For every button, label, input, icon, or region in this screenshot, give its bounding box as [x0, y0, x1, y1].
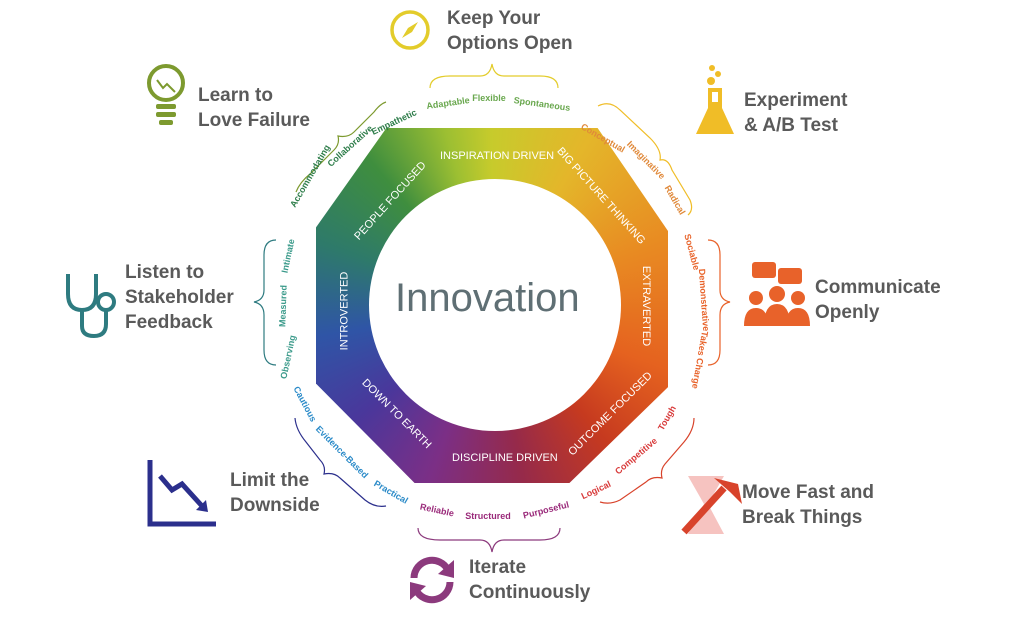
practice-line: Experiment [744, 90, 848, 111]
segment-discipline-driven: DISCIPLINE DRIVEN [452, 452, 558, 464]
hammer-hourglass-icon [681, 476, 742, 535]
segment-introverted: INTROVERTED [338, 271, 351, 351]
practice-line: Stakeholder [125, 287, 234, 308]
practice-line: Break Things [742, 507, 863, 528]
practice-line: Learn to [198, 85, 273, 106]
practice-line: Communicate [815, 277, 941, 298]
segment-inspiration-driven: INSPIRATION DRIVEN [440, 150, 555, 162]
practice-line: Listen to [125, 262, 205, 283]
practice-experiment: Experiment & A/B Test [744, 88, 847, 138]
lightbulb-icon [147, 64, 185, 125]
flask-icon [696, 65, 734, 134]
team-chat-icon [744, 262, 810, 326]
segment-extraverted: EXTRAVERTED [640, 265, 653, 347]
practice-line: Openly [815, 302, 880, 323]
trait-word: Structured [465, 511, 511, 521]
practice-line: Keep Your [447, 8, 541, 29]
practice-line: Feedback [125, 312, 213, 333]
declining-chart-icon [147, 460, 216, 527]
practice-line: Limit the [230, 470, 310, 491]
practice-line: Downside [230, 495, 320, 516]
practice-line: Options Open [447, 33, 573, 54]
compass-icon [390, 10, 430, 50]
trait-word: Measured [277, 284, 289, 328]
practice-line: & A/B Test [744, 115, 838, 136]
practice-line: Continuously [469, 582, 591, 603]
practice-line: Iterate [469, 557, 527, 578]
cycle-arrows-icon [410, 556, 454, 604]
center-title: Innovation [395, 276, 580, 320]
practice-line: Move Fast and [742, 482, 874, 503]
practice-line: Love Failure [198, 110, 310, 131]
practice-failure: Learn to Love Failure [198, 83, 310, 133]
trait-word: Flexible [472, 93, 506, 103]
ring-center [369, 179, 621, 431]
stethoscope-icon [66, 274, 116, 339]
